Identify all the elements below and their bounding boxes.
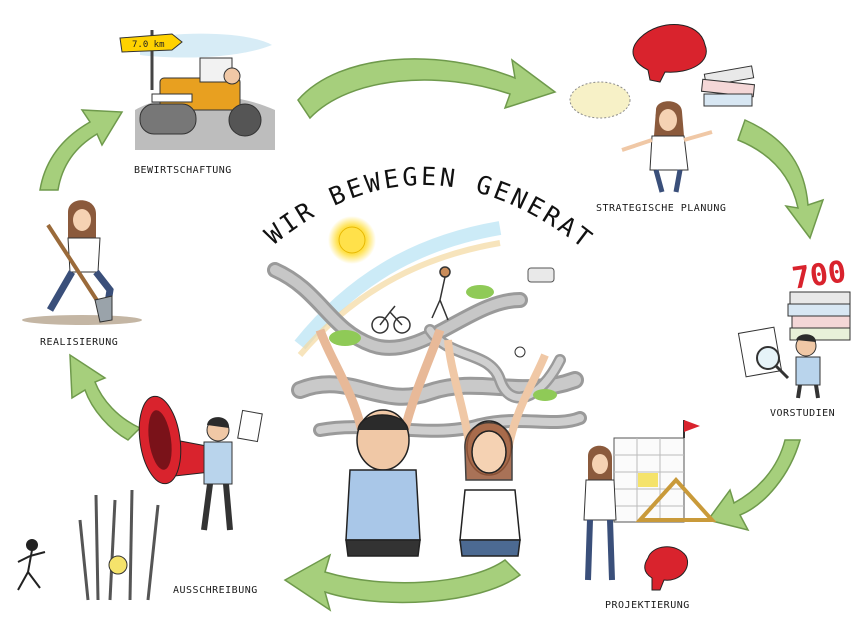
- distance-sign: [119, 33, 183, 53]
- document-stack-icon: [700, 65, 756, 107]
- man-figure: [315, 328, 445, 557]
- road-network: [267, 262, 587, 438]
- binder-stack-icon: [787, 291, 851, 341]
- bicycle-icon: [371, 305, 411, 334]
- bushes: [329, 285, 557, 401]
- distance-sign-text: 7.0 km: [132, 40, 165, 50]
- stage-label-vorstudien: VORSTUDIEN: [770, 408, 836, 419]
- center-scene: [267, 216, 587, 557]
- shovel-icon: [46, 223, 113, 323]
- piggy-bank-small-icon: [644, 546, 688, 591]
- piggy-bank-icon: [632, 24, 707, 83]
- arrow-top: [297, 58, 557, 120]
- running-man-icon: [17, 539, 46, 591]
- hiker-figure: [431, 266, 451, 321]
- vignette-strategische-planung: [569, 24, 756, 193]
- arrow-left-upper: [39, 109, 124, 191]
- vignette-bewirtschaftung: 7.0 km: [119, 30, 275, 150]
- arrow-right-upper: [737, 118, 825, 240]
- flag-icon: [684, 420, 700, 432]
- arrow-right-lower: [706, 439, 801, 532]
- announcer-figure: [201, 409, 263, 531]
- vignette-realisierung: [22, 200, 142, 325]
- crowd-hands: [78, 489, 160, 601]
- arrow-bottom: [283, 553, 522, 612]
- magnifier-icon: [737, 326, 790, 380]
- researcher-figure: [795, 334, 821, 399]
- soccer-ball-icon: [514, 346, 526, 358]
- vignette-vorstudien: 700: [737, 255, 851, 399]
- stage-label-ausschreibung: AUSSCHREIBUNG: [173, 585, 258, 596]
- triangle-ruler-icon: [635, 477, 717, 522]
- stage-label-realisierung: REALISIERUNG: [40, 337, 119, 348]
- worker-woman-figure: [46, 200, 114, 316]
- stage-label-strategische-planung: STRATEGISCHE PLANUNG: [596, 203, 727, 214]
- engineer-woman-figure: [583, 445, 617, 581]
- vignette-projektierung: [583, 420, 717, 591]
- planner-woman-figure: [621, 101, 713, 193]
- vignette-ausschreibung: [17, 395, 263, 601]
- cycle-arrows: [39, 58, 825, 612]
- arrow-left-lower: [69, 353, 142, 441]
- stage-label-bewirtschaftung: BEWIRTSCHAFTUNG: [134, 165, 232, 176]
- stage-label-projektierung: PROJEKTIERUNG: [605, 600, 690, 611]
- tram-icon: [527, 267, 555, 283]
- woman-figure: [444, 339, 549, 557]
- badge-700: 700: [790, 255, 849, 297]
